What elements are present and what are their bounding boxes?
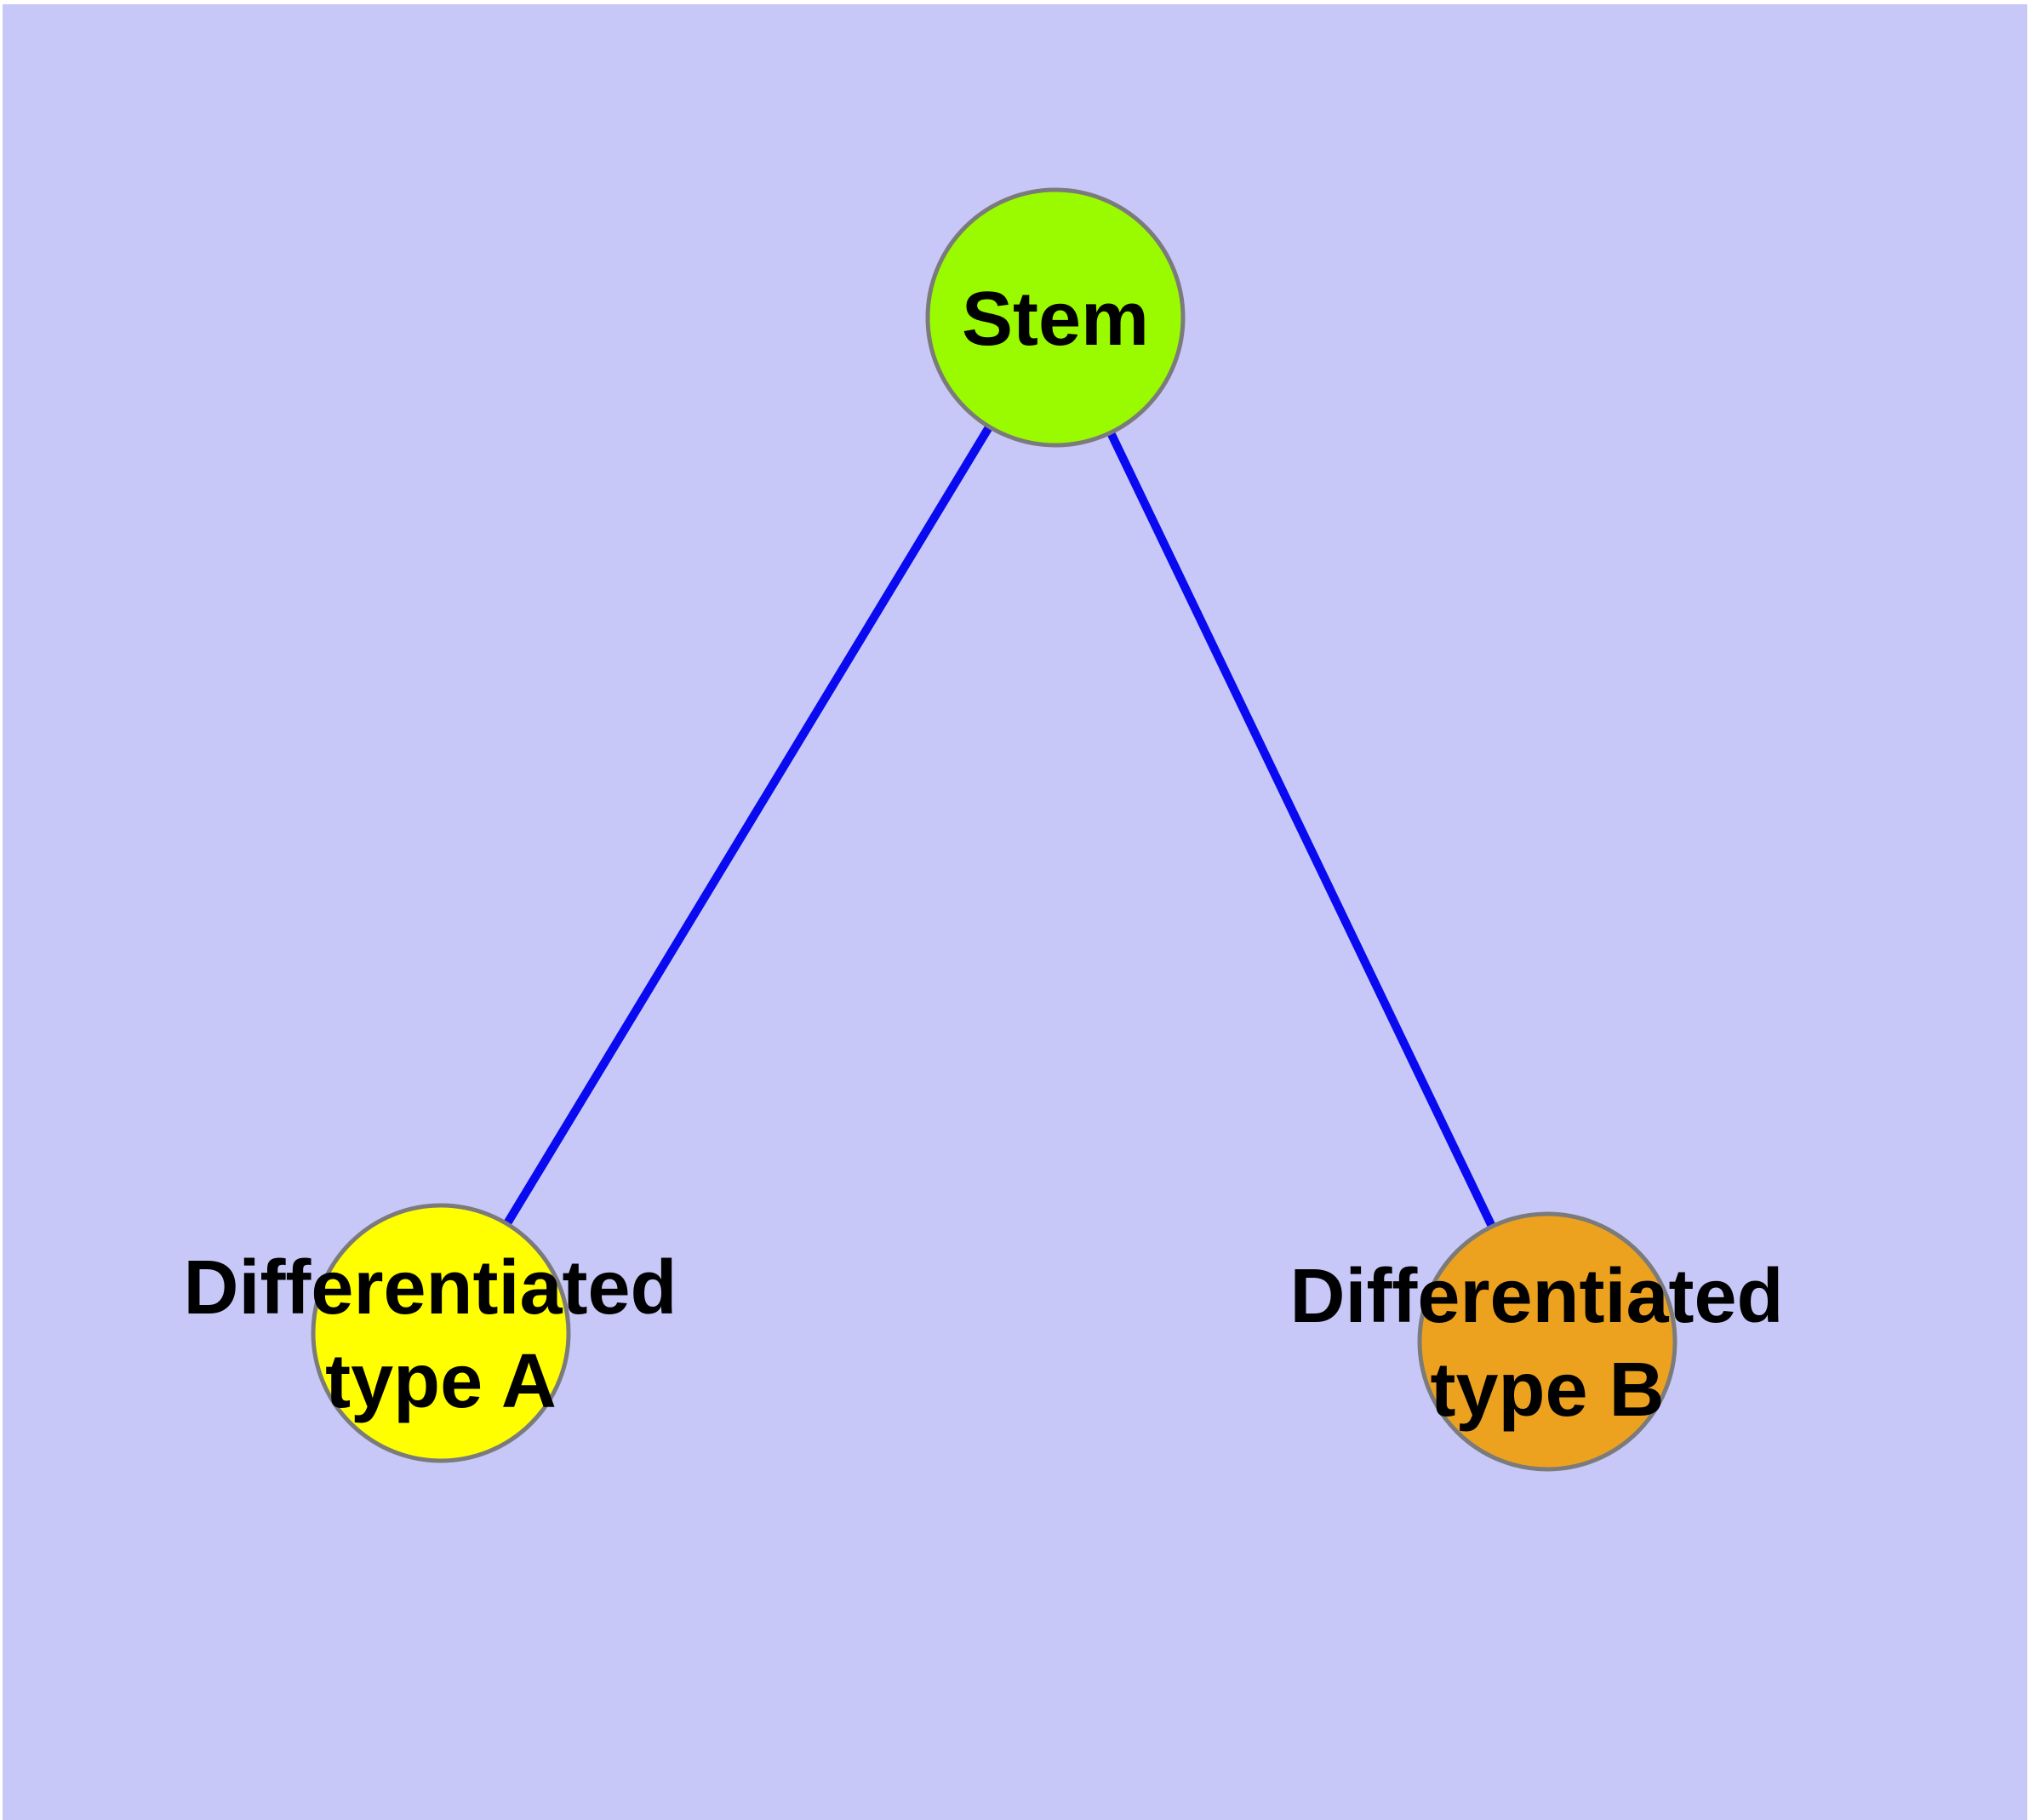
node-type-a-label-line-2: type A: [325, 1339, 557, 1424]
edge-stem-to-type-a: [437, 315, 1060, 1336]
node-stem[interactable]: Stem: [925, 187, 1186, 448]
node-stem-circle[interactable]: [925, 187, 1186, 448]
node-type-b-label-line-1: Differentiated: [1289, 1254, 1783, 1339]
node-type-a-circle[interactable]: [311, 1203, 571, 1463]
edge-stem-to-type-b: [1051, 315, 1552, 1344]
node-type-a-label-line-1: Differentiated: [183, 1245, 677, 1331]
node-type-b-label: Differentiated type B: [1289, 1254, 1804, 1433]
node-differentiated-type-a[interactable]: Differentiated type A: [183, 1203, 698, 1463]
node-stem-label: Stem: [962, 277, 1149, 362]
node-type-a-label: Differentiated type A: [183, 1245, 698, 1424]
node-type-b-label-line-2: type B: [1430, 1348, 1664, 1433]
node-differentiated-type-b[interactable]: Differentiated type B: [1289, 1211, 1804, 1472]
node-type-b-circle[interactable]: [1417, 1211, 1677, 1472]
